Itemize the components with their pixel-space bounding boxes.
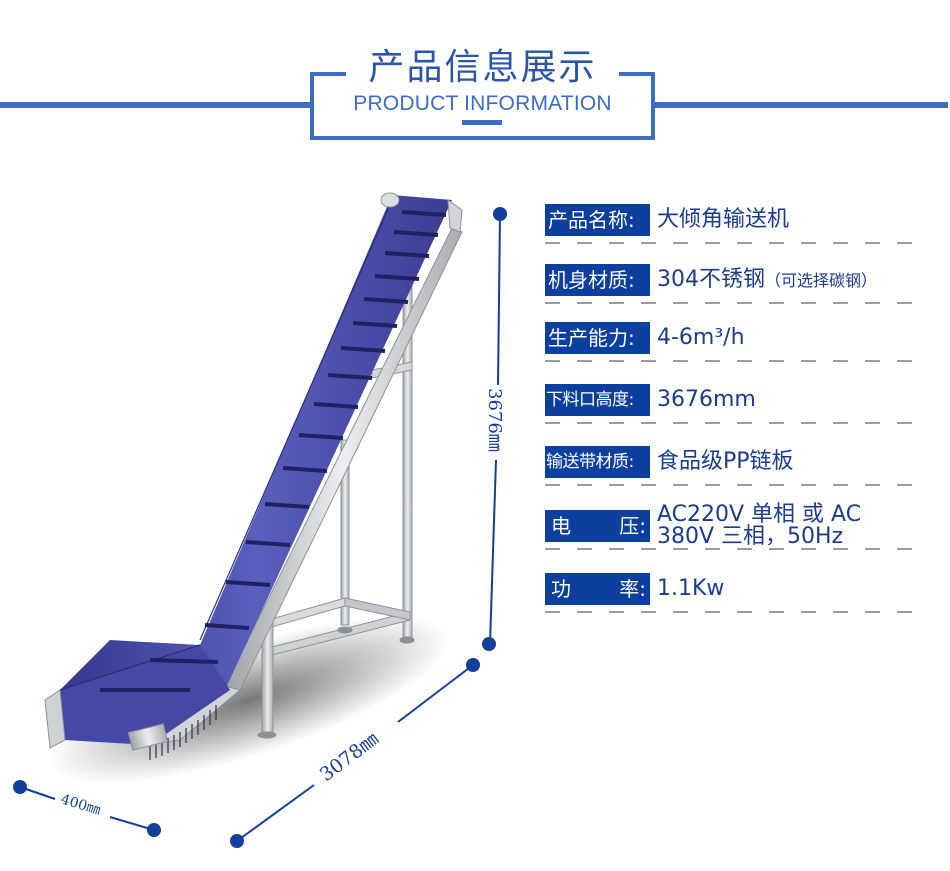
header-title: 产品信息展示 xyxy=(310,46,655,90)
spec-value: AC220V 单相 或 AC 380V 三相，50Hz xyxy=(657,504,861,548)
dimension-dot xyxy=(466,658,480,672)
length-label: 3078㎜ xyxy=(316,728,383,786)
dashed-divider xyxy=(545,611,925,613)
spec-label: 功 率: xyxy=(545,573,650,605)
dimension-dot xyxy=(230,834,244,848)
height-label: 3676㎜ xyxy=(484,388,505,452)
width-dimension: 400㎜ xyxy=(13,780,161,837)
spec-label-part: 电 xyxy=(551,514,571,538)
spec-row-power: 功 率: 1.1Kw xyxy=(545,573,925,623)
dimension-dot xyxy=(13,780,27,794)
spec-value: 大倾角输送机 xyxy=(657,207,790,232)
width-label: 400㎜ xyxy=(59,792,103,819)
conveyor-belt xyxy=(44,192,463,760)
spec-label: 下料口高度: xyxy=(545,384,650,416)
spec-row-voltage: 电 压: AC220V 单相 或 AC 380V 三相，50Hz xyxy=(545,504,925,560)
spec-value-line: 380V 三相，50Hz xyxy=(657,524,844,549)
header-title-text: 产品信息展示 xyxy=(362,47,603,88)
spec-row-capacity: 生产能力: 4-6m³/h xyxy=(545,322,925,372)
product-image: 3676㎜ 3078㎜ 400㎜ xyxy=(13,192,507,848)
frame-cap-right xyxy=(619,72,655,76)
spec-value-note: （可选择碳钢） xyxy=(765,271,878,290)
dashed-divider xyxy=(545,242,925,244)
spec-row-belt-material: 输送带材质: 食品级PP链板 xyxy=(545,446,925,496)
spec-label: 机身材质: xyxy=(545,264,650,296)
spec-row-product-name: 产品名称: 大倾角输送机 xyxy=(545,204,925,254)
height-dimension: 3676㎜ xyxy=(482,207,507,651)
dashed-divider xyxy=(545,360,925,362)
spec-value: 304不锈钢（可选择碳钢） xyxy=(657,264,877,297)
spec-label-part: 率: xyxy=(619,577,646,601)
spec-value: 4-6m³/h xyxy=(657,325,745,350)
spec-value: 1.1Kw xyxy=(657,576,725,601)
spec-label: 输送带材质: xyxy=(545,446,650,478)
frame-cap-left xyxy=(310,72,346,76)
spec-label-part: 压: xyxy=(619,514,646,538)
spec-value-main: 304不锈钢 xyxy=(657,267,765,292)
spec-label: 电 压: xyxy=(545,510,650,542)
spec-value: 3676mm xyxy=(657,387,756,412)
spec-label: 产品名称: xyxy=(545,204,650,236)
spec-label-part: 功 xyxy=(551,577,571,601)
dimension-dot xyxy=(493,207,507,221)
dimension-dot xyxy=(147,823,161,837)
dashed-divider xyxy=(545,548,925,550)
dimension-dot xyxy=(482,637,496,651)
header-underline-bar xyxy=(462,120,502,125)
spec-row-material: 机身材质: 304不锈钢（可选择碳钢） xyxy=(545,264,925,314)
spec-value-line: AC220V 单相 或 AC xyxy=(657,502,862,527)
belt-cleats xyxy=(100,210,447,692)
header-frame xyxy=(310,72,655,140)
header-subtitle: PRODUCT INFORMATION xyxy=(353,92,612,115)
spec-label: 生产能力: xyxy=(545,322,650,354)
dashed-divider xyxy=(545,302,925,304)
dashed-divider xyxy=(545,422,925,424)
spec-value: 食品级PP链板 xyxy=(657,449,794,474)
dashed-divider xyxy=(545,484,925,486)
header-line-right xyxy=(651,102,948,108)
header-line-left xyxy=(0,102,312,108)
spec-row-outlet-height: 下料口高度: 3676mm xyxy=(545,384,925,434)
